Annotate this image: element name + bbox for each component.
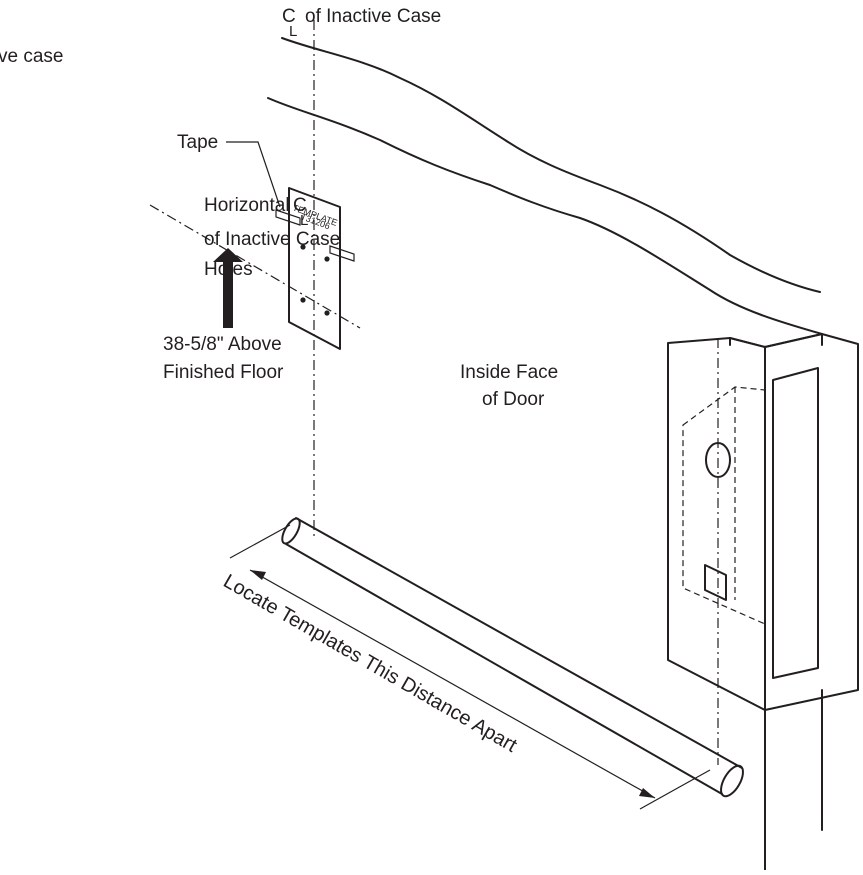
centerline-label: of Inactive Case <box>305 6 441 27</box>
inside-face-label-line2: of Door <box>482 389 545 410</box>
height-label-line2: Finished Floor <box>163 362 284 383</box>
inside-face-label-line1: Inside Face <box>460 362 558 383</box>
horizontal-cl-label-line2: of Inactive Case <box>204 229 340 250</box>
template-hole-4 <box>324 310 330 316</box>
tape-leader <box>226 141 281 208</box>
svg-text:C: C <box>293 195 307 216</box>
centerline-symbol-top: C L <box>282 6 297 40</box>
door-break-line-lower <box>267 97 823 335</box>
tape-strip-right <box>329 245 355 262</box>
distance-label: Locate Templates This Distance Apart <box>220 570 522 757</box>
door-break-line-upper <box>281 37 821 293</box>
svg-text:C: C <box>282 6 296 27</box>
centerline-symbol-horizontal: C L <box>293 195 308 229</box>
inactive-case-partial-text: ve case <box>0 46 63 67</box>
distance-dimension <box>229 524 711 810</box>
horizontal-cl-label-line1: Horizontal <box>204 195 290 216</box>
template-hole-1 <box>300 244 306 250</box>
svg-text:L: L <box>289 23 297 40</box>
reference-rod <box>281 517 744 798</box>
height-arrow <box>213 248 243 328</box>
door-frame-assembly <box>667 333 859 871</box>
height-label-line1: 38-5/8" Above <box>163 334 282 355</box>
template-hole-2 <box>324 256 330 262</box>
svg-text:L: L <box>300 212 308 229</box>
horizontal-centerline <box>149 204 361 329</box>
tape-strip-left <box>275 209 301 226</box>
template-t31206 <box>288 187 341 350</box>
template-hole-3 <box>300 297 306 303</box>
tape-label: Tape <box>177 132 218 153</box>
